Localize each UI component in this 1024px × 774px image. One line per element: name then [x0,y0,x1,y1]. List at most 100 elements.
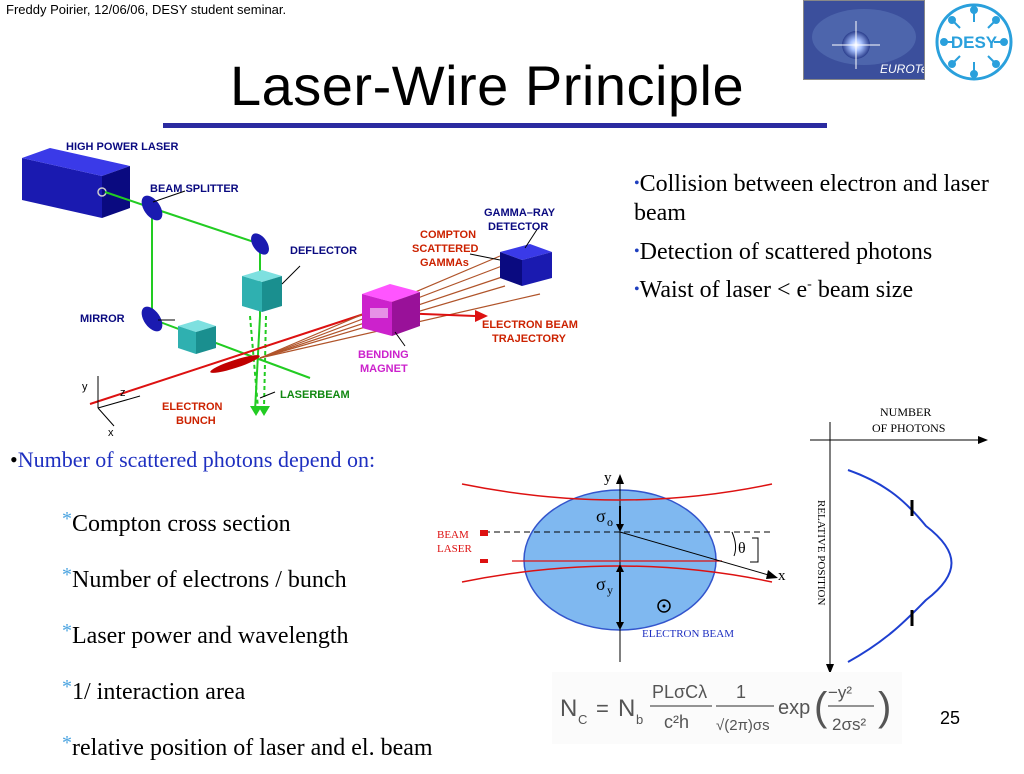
beam-splitter-mirror [141,195,163,221]
label-high-power-laser: HIGH POWER LASER [66,141,179,153]
waist-text: Waist of laser < e [639,277,808,304]
label-compton: COMPTON [420,229,476,241]
sub-bullet-list: *Compton cross section *Number of electr… [62,494,433,774]
formula-nc: N [560,695,577,722]
label-gammas: GAMMAs [420,257,469,269]
title-underline [163,123,827,128]
slide-title: Laser-Wire Principle [230,54,745,117]
sub-bullet-5-text: relative position of laser and el. beam [72,735,433,761]
right-bullet-3: •Waist of laser < e- beam size [634,276,1014,305]
sub-bullet-2-text: Number of electrons / bunch [72,567,347,593]
star-bullet-icon: * [62,564,72,586]
label-axis-x: x [108,427,114,439]
star-bullet-icon: * [62,620,72,642]
label-deflector: DEFLECTOR [290,245,357,257]
header-note: Freddy Poirier, 12/06/06, DESY student s… [6,2,287,17]
photon-count-formula: N C = N b PLσCλ c²h 1 √(2π)σs exp ( −y² … [552,672,902,744]
profile-title-number: NUMBER [880,405,931,419]
svg-text:): ) [878,685,891,729]
formula-nc-sub: C [578,712,587,727]
high-power-laser-box [22,148,130,218]
main-bullet-text: Number of scattered photons depend on: [17,447,376,472]
label-trajectory: TRAJECTORY [492,333,567,345]
label-bending: BENDING [358,349,409,361]
right-bullet-2: •Detection of scattered photons [634,238,1014,267]
label-beam-splitter: BEAM SPLITTER [150,183,239,195]
formula-denominator-2: √(2π)σs [716,717,770,734]
sigma-y-symbol: σ [596,574,606,594]
profile-axis-label: RELATIVE POSITION [815,500,827,605]
label-magnet: MAGNET [360,363,408,375]
eurotev-logo: EUROTeV [803,0,937,80]
sub-bullet-1: *Compton cross section [62,494,433,550]
profile-curve [847,469,953,663]
sub-bullet-4: *1/ interaction area [62,662,433,718]
label-laser: LASER [437,543,473,555]
y-axis-label: y [604,470,612,486]
coordinate-axes [97,376,141,427]
theta-symbol: θ [738,540,746,557]
label-detector: DETECTOR [488,221,548,233]
green-dashed-beams [249,315,267,409]
star-bullet-icon: * [62,732,72,754]
page-number: 25 [940,708,961,728]
eurotev-logo-graphic: EUROTeV [804,1,937,79]
desy-text: DESY [951,33,998,52]
bending-magnet [362,284,420,336]
lower-cube [178,320,216,354]
star-bullet-icon: * [62,676,72,698]
beam-cross-section-diagram: BEAM LASER σ o σ y θ x y ELECTRON BEAM [437,470,786,662]
sub-bullet-2: *Number of electrons / bunch [62,550,433,606]
formula-exp: exp [778,697,810,719]
formula-denominator: c²h [664,712,689,732]
gamma-ray-detector [500,244,552,286]
label-scattered: SCATTERED [412,243,478,255]
electron-beam-line [89,311,371,405]
laser-marker [480,559,488,563]
waist-superscript: - [807,277,812,293]
desy-logo-graphic: DESY [935,3,1013,81]
sub-bullet-3: *Laser power and wavelength [62,606,433,662]
electron-bunch [210,355,260,373]
label-gamma-ray: GAMMA–RAY [484,207,556,219]
right-bullet-2-text: Detection of scattered photons [639,238,933,265]
x-axis-label: x [778,568,786,584]
x-axis [619,531,773,577]
label-electron: ELECTRON [162,401,223,413]
formula-nb-sub: b [636,712,643,727]
deflector-cube [242,270,282,312]
upper-mirror [251,233,269,255]
formula-eq: = [596,696,609,721]
formula-one: 1 [736,682,746,702]
beam-direction-icon [657,599,671,613]
formula-exp-numerator: −y² [828,683,852,702]
laser-envelope-top [461,483,773,501]
sub-bullet-5: *relative position of laser and el. beam [62,718,433,774]
photon-profile-plot: NUMBER OF PHOTONS RELATIVE POSITION [810,405,988,674]
laser-envelope-bottom [461,565,773,583]
right-bullet-list: •Collision between electron and laser be… [634,170,1014,305]
waist-text-end: beam size [811,277,914,304]
bullet-dot: • [10,447,18,472]
bullet-dot: • [634,242,640,260]
label-electron-beam: ELECTRON BEAM [482,319,578,331]
sigma-o-subscript: o [607,515,613,529]
lower-mirror [141,306,163,332]
sub-bullet-1-text: Compton cross section [72,511,291,537]
formula-nb: N [618,695,635,722]
label-bunch: BUNCH [176,415,216,427]
sub-bullet-3-text: Laser power and wavelength [72,623,349,649]
star-bullet-icon: * [62,508,72,530]
bullet-dot: • [634,281,640,299]
desy-logo: DESY [934,2,1014,82]
formula-numerator: PLσCλ [652,682,707,702]
profile-title-photons: OF PHOTONS [872,421,945,435]
eurotev-text: EUROTeV [880,62,924,76]
label-axis-z: z [120,387,126,399]
label-laserbeam: LASERBEAM [280,389,350,401]
bullet-dot: • [634,175,640,192]
beam-marker [480,530,488,536]
laser-wire-setup-diagram: HIGH POWER LASER BEAM SPLITTER DEFLECTOR… [22,141,578,439]
label-mirror: MIRROR [80,313,125,325]
sub-bullet-4-text: 1/ interaction area [72,679,246,705]
